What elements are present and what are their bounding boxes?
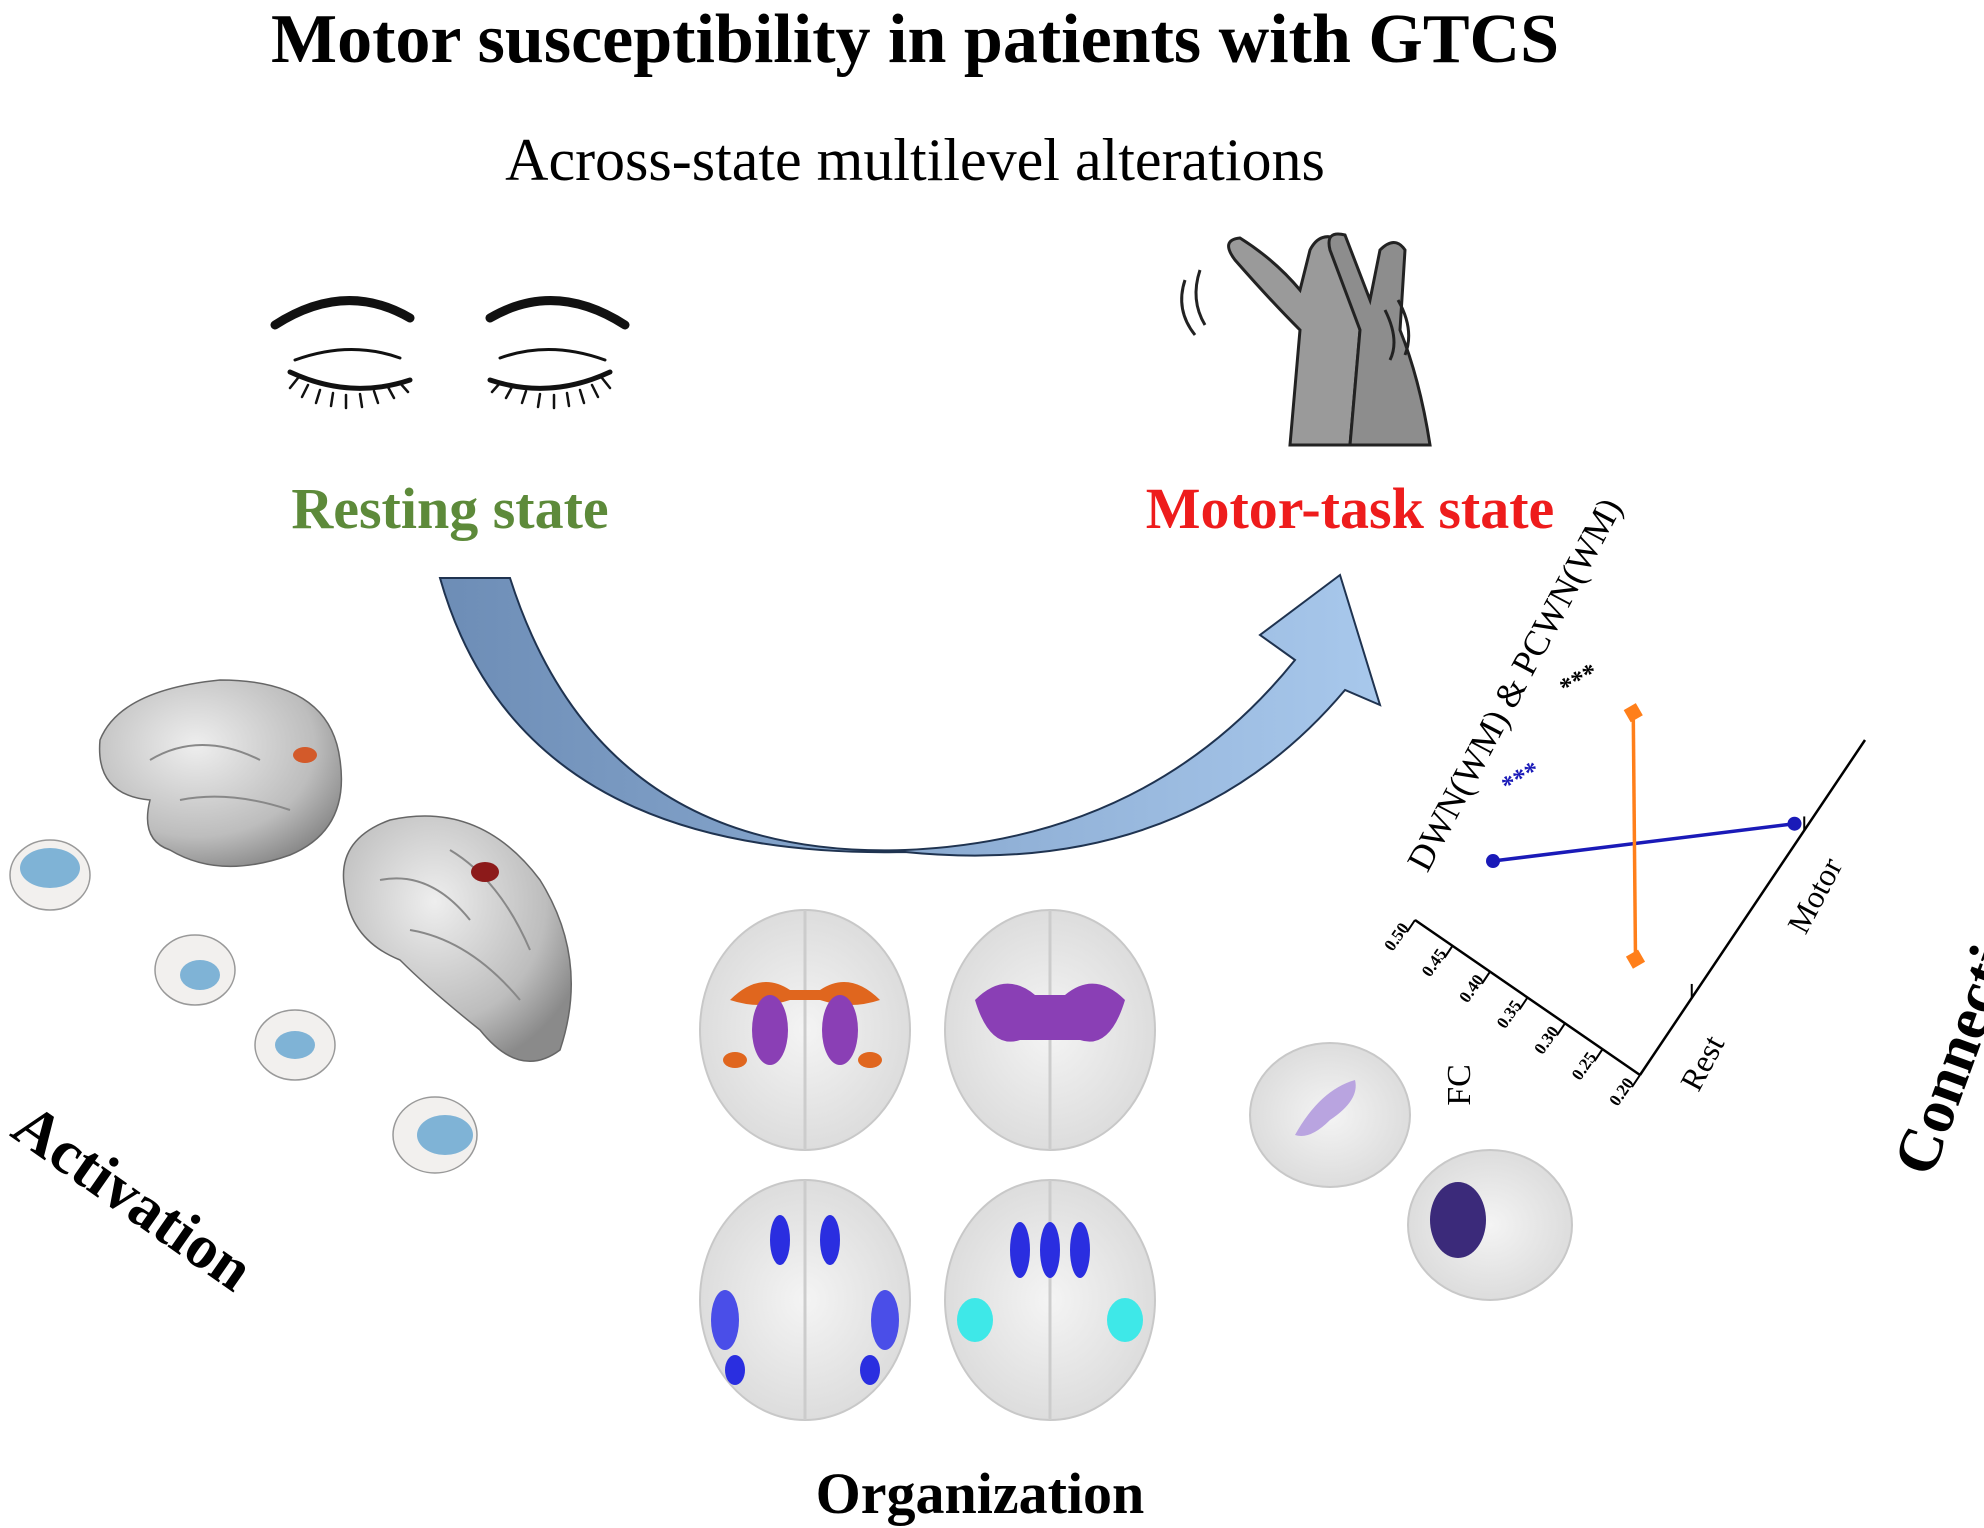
clapping-hands-icon [1180,232,1432,447]
significance-annotation: *** [1555,657,1603,702]
subcortical-view-2 [154,934,236,1006]
series-line [1631,712,1638,960]
significance-annotation: *** [1497,755,1545,800]
y-tick [1518,996,1529,1011]
x-tick-label: Rest [1673,1029,1732,1096]
subcortical-view-3 [254,1009,336,1081]
y-tick-label: 0.45 [1418,945,1451,980]
y-tick [1481,971,1491,985]
glass-brain-4 [944,1179,1156,1421]
y-tick [1406,919,1416,933]
motor-task-state-label: Motor-task state [1145,476,1555,541]
resting-state-label: Resting state [291,476,609,541]
y-axis-label: FC [1441,1064,1478,1106]
x-tick-label: Motor [1780,851,1850,939]
y-tick [1556,1022,1566,1036]
brain-lateral-view [342,815,572,1062]
glass-brain-2 [944,909,1156,1151]
series-line [1492,821,1795,863]
data-point [1486,854,1500,869]
y-tick-label: 0.20 [1605,1074,1638,1109]
y-tick [1593,1048,1604,1062]
connection-brains [1249,1042,1573,1301]
y-tick-label: 0.40 [1455,971,1488,1006]
organization-label: Organization [815,1461,1145,1526]
y-tick [1631,1074,1641,1088]
activation-brains [9,679,572,1174]
data-point [1623,703,1643,723]
glass-brain-3 [699,1179,911,1421]
subcortical-view-1 [9,839,91,911]
organization-brains [699,909,1156,1421]
y-tick-label: 0.35 [1493,997,1526,1032]
glass-brain-1 [699,909,911,1151]
closed-eyes-icon [270,296,630,410]
y-tick-label: 0.30 [1530,1023,1563,1058]
y-tick-label: 0.50 [1380,919,1413,954]
transition-arrow [438,573,1382,857]
figure-title: Motor susceptibility in patients with GT… [271,1,1559,78]
data-point [1625,949,1646,969]
x-axis [1638,739,1867,1076]
subcortical-view-4 [392,1096,478,1174]
y-tick [1443,945,1454,959]
figure-subtitle: Across-state multilevel alterations [505,127,1325,193]
y-tick-label: 0.25 [1568,1048,1601,1083]
brain-medial-view [98,679,343,868]
data-point [1787,816,1802,831]
